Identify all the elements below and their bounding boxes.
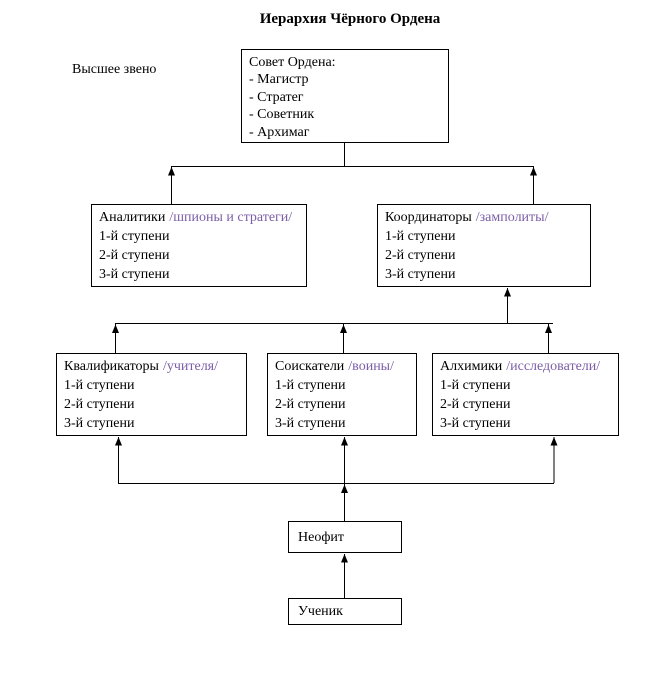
node-alchemists: Алхимики/исследователи/ 1-й ступени 2-й … — [432, 353, 619, 436]
rank-line: 1-й ступени — [385, 229, 456, 244]
top-tier-label: Высшее звено — [72, 62, 157, 77]
node-title-line: Квалификаторы/учителя/ — [64, 357, 239, 376]
up-arrowhead — [504, 288, 511, 297]
rank-line: 1-й ступени — [99, 229, 170, 244]
group-alias: /воины/ — [348, 359, 394, 374]
group-alias: /исследователи/ — [506, 359, 601, 374]
connector-council-to-level2 — [168, 143, 537, 204]
node-applicants: Соискатели/воины/ 1-й ступени 2-й ступен… — [267, 353, 417, 436]
node-neophyte: Неофит — [288, 521, 402, 553]
group-name: Алхимики — [440, 359, 503, 374]
rank-line: 3-й ступени — [385, 267, 456, 282]
rank-line: 3-й ступени — [99, 267, 170, 282]
rank-line: 3-й ступени — [275, 416, 346, 431]
council-member: - Стратег — [249, 89, 304, 105]
up-arrowhead — [340, 324, 347, 333]
connector-neophyte-to-level3 — [115, 437, 558, 521]
node-coordinators: Координаторы/замполиты/ 1-й ступени 2-й … — [377, 204, 591, 287]
rank-line: 2-й ступени — [440, 397, 511, 412]
group-alias: /шпионы и стратеги/ — [169, 210, 293, 225]
council-member: - Магистр — [249, 72, 309, 88]
node-title-line: Алхимики/исследователи/ — [440, 357, 611, 376]
group-alias: /замполиты/ — [475, 210, 549, 225]
node-council-of-order: Совет Ордена: - Магистр - Стратег - Сове… — [241, 49, 449, 143]
up-arrowhead — [168, 167, 175, 176]
up-arrowhead — [530, 167, 537, 176]
up-arrowhead — [545, 324, 552, 333]
up-arrowhead — [341, 554, 348, 563]
up-arrowhead — [112, 324, 119, 333]
council-member: - Советник — [249, 107, 315, 123]
up-arrowhead — [550, 437, 558, 446]
connector-level3-to-coordinators — [112, 288, 553, 353]
rank-line: 3-й ступени — [440, 416, 511, 431]
council-member: - Архимаг — [249, 124, 310, 140]
up-arrowhead — [341, 484, 348, 493]
rank-line: 2-й ступени — [275, 397, 346, 412]
node-analysts: Аналитики/шпионы и стратеги/ 1-й ступени… — [91, 204, 307, 287]
rank-line: 1-й ступени — [275, 378, 346, 393]
node-student: Ученик — [288, 598, 402, 625]
node-title-line: Аналитики/шпионы и стратеги/ — [99, 208, 299, 227]
rank-line: 2-й ступени — [99, 248, 170, 263]
node-title-line: Координаторы/замполиты/ — [385, 208, 583, 227]
rank-line: 2-й ступени — [385, 248, 456, 263]
council-heading: Совет Ордена: — [249, 55, 336, 70]
rank-line: 1-й ступени — [440, 378, 511, 393]
up-arrowhead — [115, 437, 122, 446]
rank-line: 2-й ступени — [64, 397, 135, 412]
group-name: Аналитики — [99, 210, 166, 225]
group-name: Соискатели — [275, 359, 345, 374]
connector-student-to-neophyte — [341, 554, 348, 598]
node-title-line: Соискатели/воины/ — [275, 357, 409, 376]
group-name: Квалификаторы — [64, 359, 159, 374]
up-arrowhead — [341, 437, 348, 446]
rank-line: 3-й ступени — [64, 416, 135, 431]
node-qualifiers: Квалификаторы/учителя/ 1-й ступени 2-й с… — [56, 353, 247, 436]
diagram-title: Иерархия Чёрного Ордена — [259, 11, 441, 27]
rank-line: 1-й ступени — [64, 378, 135, 393]
group-alias: /учителя/ — [162, 359, 219, 374]
group-name: Координаторы — [385, 210, 472, 225]
